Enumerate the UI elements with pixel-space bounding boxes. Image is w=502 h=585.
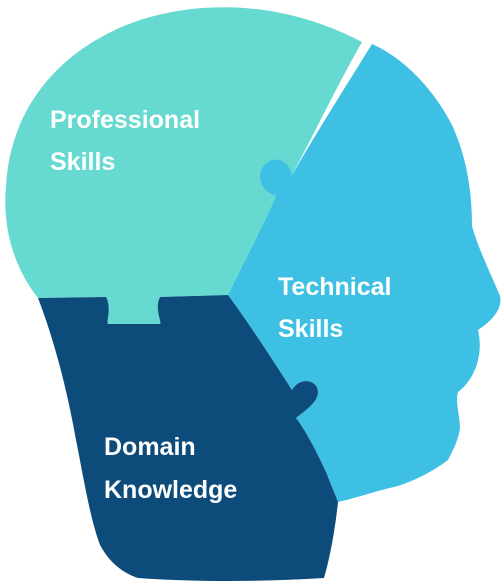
label-professional-line-1: Professional [50, 106, 200, 134]
segment-domain-knowledge [38, 295, 338, 581]
label-technical: Technical Skills [278, 273, 398, 343]
label-technical-line-2: Skills [278, 315, 343, 343]
segment-technical-skills [228, 44, 501, 502]
label-domain-line-1: Domain [104, 433, 196, 461]
label-technical-line-1: Technical [278, 273, 391, 301]
label-domain-line-2: Knowledge [104, 476, 237, 504]
label-domain: Domain Knowledge [104, 433, 237, 504]
label-professional-line-2: Skills [50, 148, 115, 176]
segment-professional-skills [5, 7, 362, 324]
label-professional: Professional Skills [50, 106, 207, 176]
